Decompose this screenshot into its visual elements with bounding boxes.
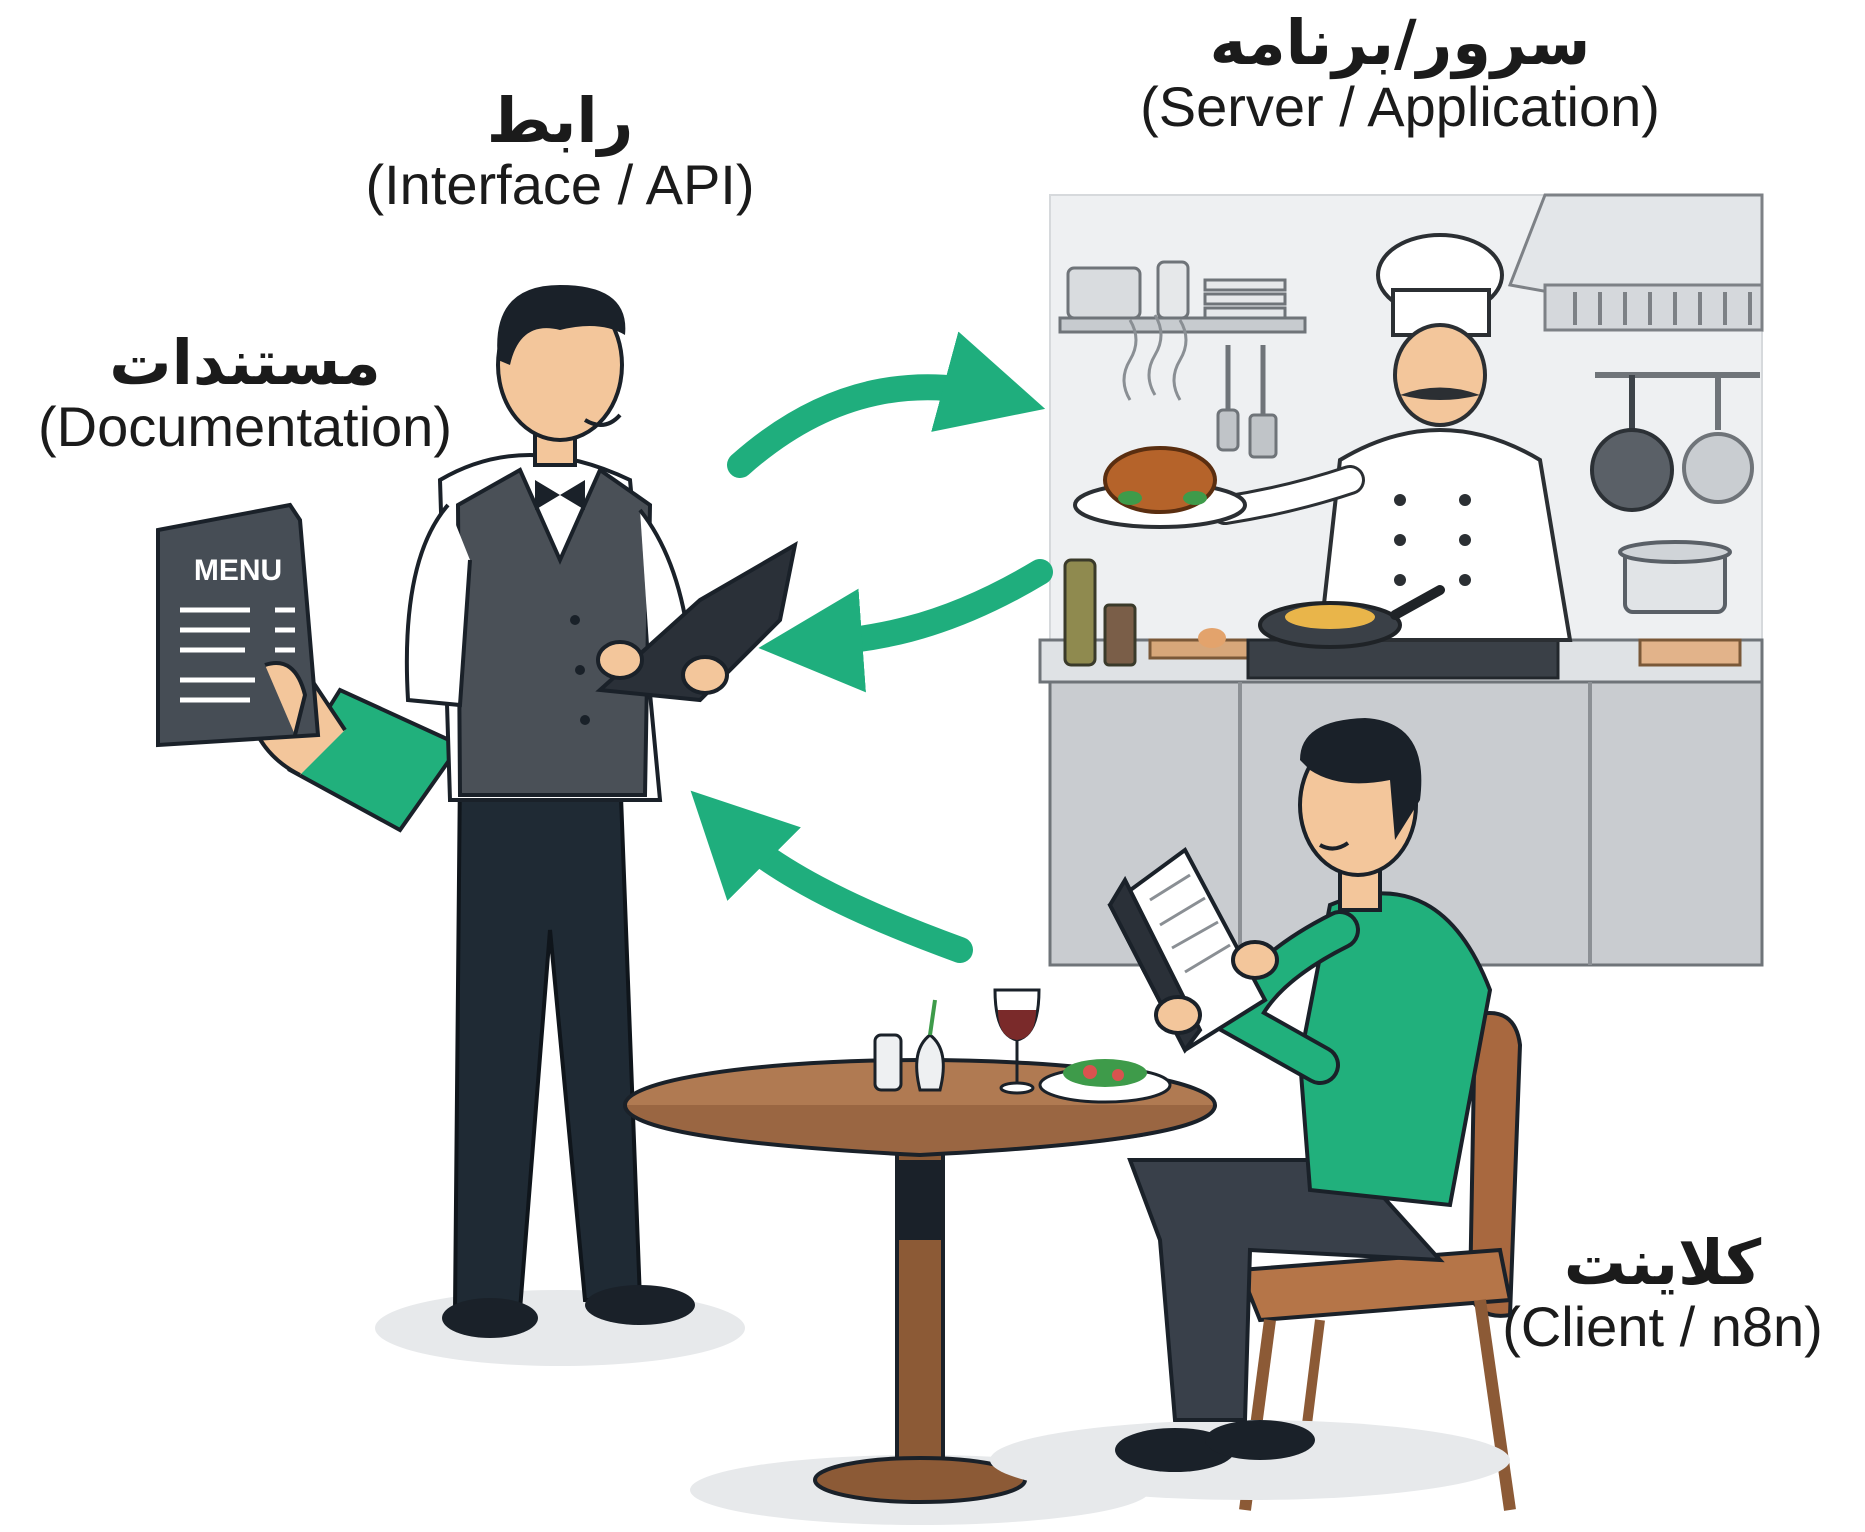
interface-label: رابط (Interface / API): [300, 88, 820, 217]
arrow-to-server: [727, 331, 1046, 478]
client-label: کلاینت (Client / n8n): [1460, 1230, 1865, 1359]
documentation-label-fa: مستندات: [109, 326, 381, 399]
arrow-from-server: [758, 559, 1053, 693]
server-label-en: (Server / Application): [1140, 75, 1660, 139]
menu-card-title: MENU: [194, 554, 282, 587]
client-label-fa: کلاینت: [1563, 1226, 1762, 1299]
flow-arrows: [690, 331, 1053, 963]
documentation-label: مستندات (Documentation): [10, 330, 480, 459]
frying-pan-icon: [1258, 585, 1445, 649]
chair: [1237, 1011, 1523, 1511]
documentation-hand: MENU: [156, 502, 464, 833]
documentation-label-en: (Documentation): [38, 395, 452, 459]
arrow-from-client: [690, 790, 973, 963]
wine-glass-icon: [993, 988, 1041, 1095]
kitchen-scene: [1038, 193, 1764, 967]
server-label: سرور/برنامه (Server / Application): [1090, 10, 1710, 139]
interface-label-fa: رابط: [486, 84, 634, 157]
waiter: [375, 285, 798, 1366]
client-label-en: (Client / n8n): [1502, 1295, 1823, 1359]
client: [990, 718, 1510, 1500]
server-label-fa: سرور/برنامه: [1209, 6, 1591, 79]
salt-shaker-icon: [873, 1033, 903, 1092]
interface-label-en: (Interface / API): [365, 153, 755, 217]
roast-chicken-icon: [1073, 446, 1247, 529]
chef: [1210, 233, 1573, 642]
